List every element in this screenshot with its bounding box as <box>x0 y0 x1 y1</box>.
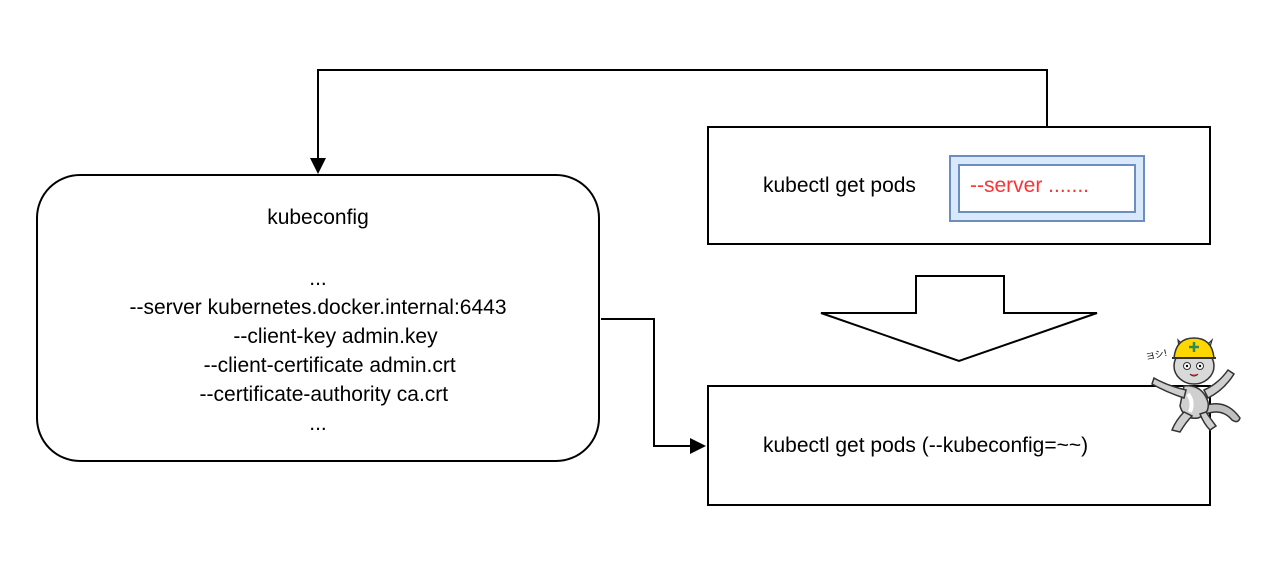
server-flag-text: --server ....... <box>970 174 1090 197</box>
bottom-command-box <box>707 385 1211 506</box>
transform-down-arrow <box>820 275 1098 363</box>
kubeconfig-line-certificate-authority: --certificate-authority ca.crt <box>187 383 449 406</box>
kubeconfig-line: ... <box>309 412 327 435</box>
server-to-kubeconfig-arrowhead <box>310 158 326 174</box>
top-command-label: kubectl get pods <box>763 174 916 197</box>
kubeconfig-line-server: --server kubernetes.docker.internal:6443 <box>129 296 507 319</box>
bottom-command-label: kubectl get pods (--kubeconfig=~~) <box>763 434 1089 457</box>
cat-mascot-illustration: ヨシ! <box>1145 337 1241 433</box>
kubeconfig-line-client-key: --client-key admin.key <box>198 325 438 348</box>
kubeconfig-title: kubeconfig <box>267 206 369 229</box>
kubeconfig-to-command-connector <box>601 318 692 447</box>
kubeconfig-content: ... --server kubernetes.docker.internal:… <box>36 264 600 438</box>
kubeconfig-line-client-certificate: --client-certificate admin.crt <box>180 354 456 377</box>
kubeconfig-line: ... <box>309 267 327 290</box>
mascot-speech-text: ヨシ! <box>1145 349 1168 363</box>
kubeconfig-box <box>36 174 600 462</box>
kubeconfig-to-command-arrowhead <box>690 438 706 454</box>
server-to-kubeconfig-connector <box>317 69 1048 160</box>
server-flag-inner-box <box>958 164 1136 213</box>
